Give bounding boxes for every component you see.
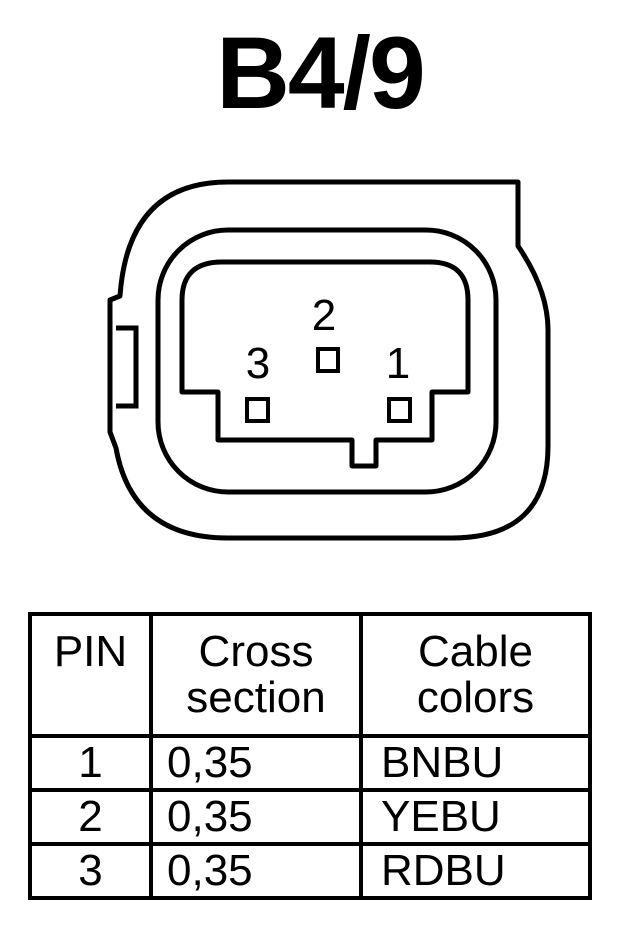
pin-1-contact [387,397,412,423]
connector-title: B4/9 [216,16,425,130]
pin-1-label: 1 [386,339,410,388]
header-pin: PIN [28,612,153,738]
row-pin: 3 [28,842,153,900]
row-cable-color: RDBU [359,842,592,900]
connector-inner-outline [155,227,499,495]
pin-2-contact [316,347,340,373]
connector-housing-outline [107,179,551,541]
table-row: 3 0,35 RDBU [28,842,592,900]
pin-3-contact [245,397,270,423]
pin-cavity-outline [179,259,471,469]
row-cross-section: 0,35 [149,842,363,900]
pin-3-label: 3 [246,339,270,388]
row-cross-section: 0,35 [149,734,363,792]
table-row: 2 0,35 YEBU [28,788,592,846]
row-pin: 2 [28,788,153,846]
table-row: 1 0,35 BNBU [28,734,592,792]
connector-latch [116,325,139,409]
row-pin: 1 [28,734,153,792]
row-cross-section: 0,35 [149,788,363,846]
pin-2-label: 2 [312,291,336,340]
row-cable-color: BNBU [359,734,592,792]
connector-diagram: 2 3 1 [107,179,551,541]
row-cable-color: YEBU [359,788,592,846]
